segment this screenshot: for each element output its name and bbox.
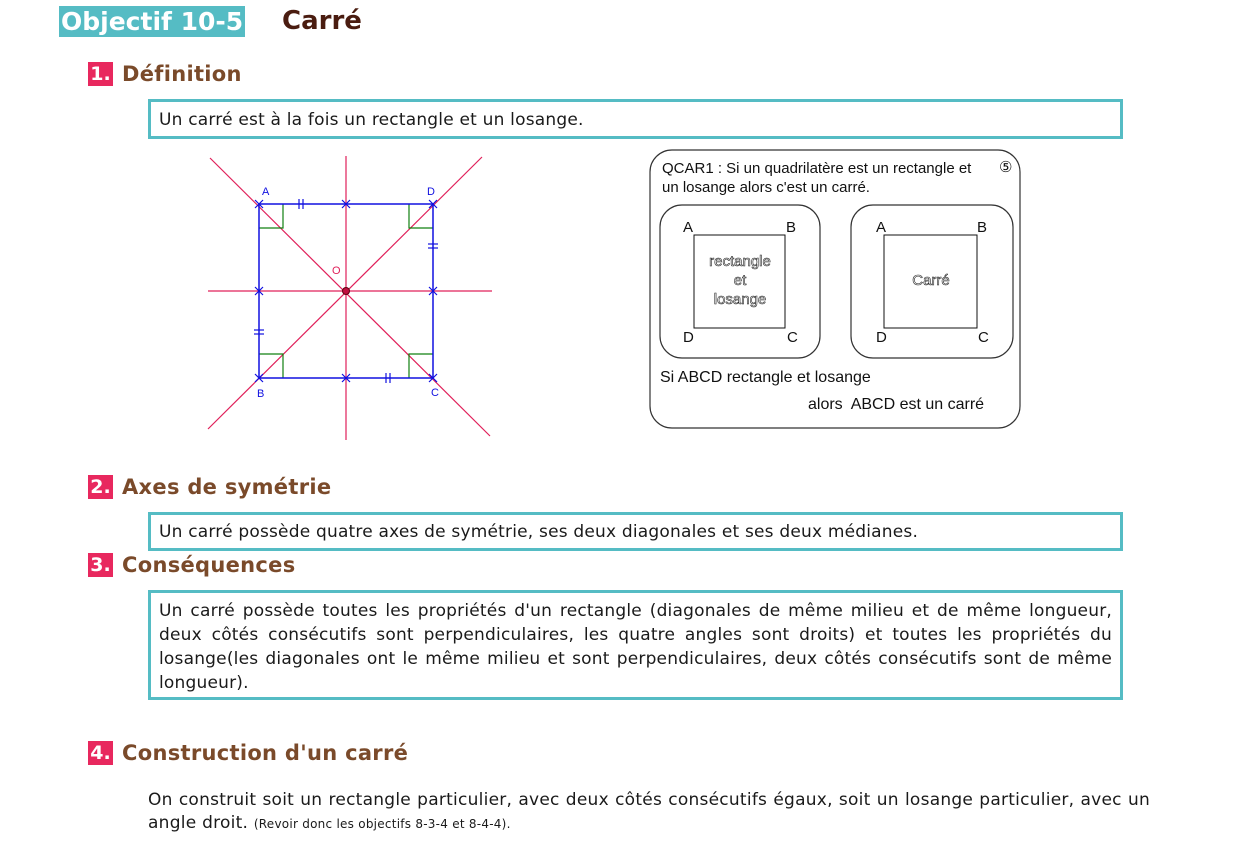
construction-note: (Revoir donc les objectifs 8-3-4 et 8-4-…: [253, 817, 511, 831]
label-rectangle: rectangle: [709, 253, 771, 270]
axes-text: Un carré possède quatre axes de symétrie…: [159, 522, 919, 542]
section-number-2: 2.: [88, 475, 113, 499]
svg-text:A: A: [683, 219, 693, 236]
point-markers: [254, 199, 438, 383]
axes-box: Un carré possède quatre axes de symétrie…: [148, 512, 1123, 551]
qcar-number-badge: ⑤: [999, 159, 1012, 176]
label-carre: Carré: [912, 272, 950, 289]
carre-card: [850, 204, 1014, 359]
vertex-label-d: D: [427, 186, 435, 198]
section-number-3: 3.: [88, 553, 113, 577]
section-number-1: 1.: [88, 62, 113, 86]
diagonal-axis-ac: [209, 157, 491, 437]
label-losange: losange: [714, 291, 767, 308]
vertex-label-a: A: [262, 186, 270, 198]
page-title: Carré: [282, 6, 362, 36]
consequences-text: Un carré possède toutes les propriétés d…: [159, 601, 1112, 693]
svg-text:C: C: [787, 329, 798, 346]
qcar-title-line2: un losange alors c'est un carré.: [662, 179, 870, 196]
svg-text:C: C: [978, 329, 989, 346]
section-title-axes: Axes de symétrie: [122, 475, 332, 499]
svg-text:A: A: [876, 219, 886, 236]
right-angle-marks: [259, 204, 433, 378]
section-number-4: 4.: [88, 741, 113, 765]
section-title-consequences: Conséquences: [122, 553, 296, 577]
definition-text: Un carré est à la fois un rectangle et u…: [159, 110, 584, 130]
qcar-title-line1: QCAR1 : Si un quadrilatère est un rectan…: [662, 160, 972, 177]
qcar-caption-line2: alors ABCD est un carré: [808, 396, 984, 413]
objective-badge: Objectif 10-5: [59, 6, 246, 37]
consequences-box: Un carré possède toutes les propriétés d…: [148, 590, 1123, 700]
qcar-caption-line1: Si ABCD rectangle et losange: [660, 369, 871, 386]
label-et: et: [734, 272, 747, 289]
definition-box: Un carré est à la fois un rectangle et u…: [148, 99, 1123, 139]
center-label-o: O: [332, 265, 341, 277]
svg-text:D: D: [876, 329, 887, 346]
qcar-card: QCAR1 : Si un quadrilatère est un rectan…: [649, 149, 1021, 429]
equal-length-ticks: [254, 199, 438, 383]
construction-paragraph: On construit soit un rectangle particuli…: [148, 789, 1150, 836]
center-point-o: [342, 287, 350, 295]
section-title-definition: Définition: [122, 62, 242, 86]
svg-text:B: B: [977, 219, 987, 236]
vertex-label-c: C: [431, 387, 439, 399]
svg-text:D: D: [683, 329, 694, 346]
svg-text:B: B: [786, 219, 796, 236]
square-symmetry-figure: A D B C O: [207, 156, 492, 440]
rectangle-losange-card: [659, 204, 821, 359]
construction-text: On construit soit un rectangle particuli…: [148, 790, 1150, 833]
vertex-label-b: B: [257, 388, 264, 400]
section-title-construction: Construction d'un carré: [122, 741, 409, 765]
